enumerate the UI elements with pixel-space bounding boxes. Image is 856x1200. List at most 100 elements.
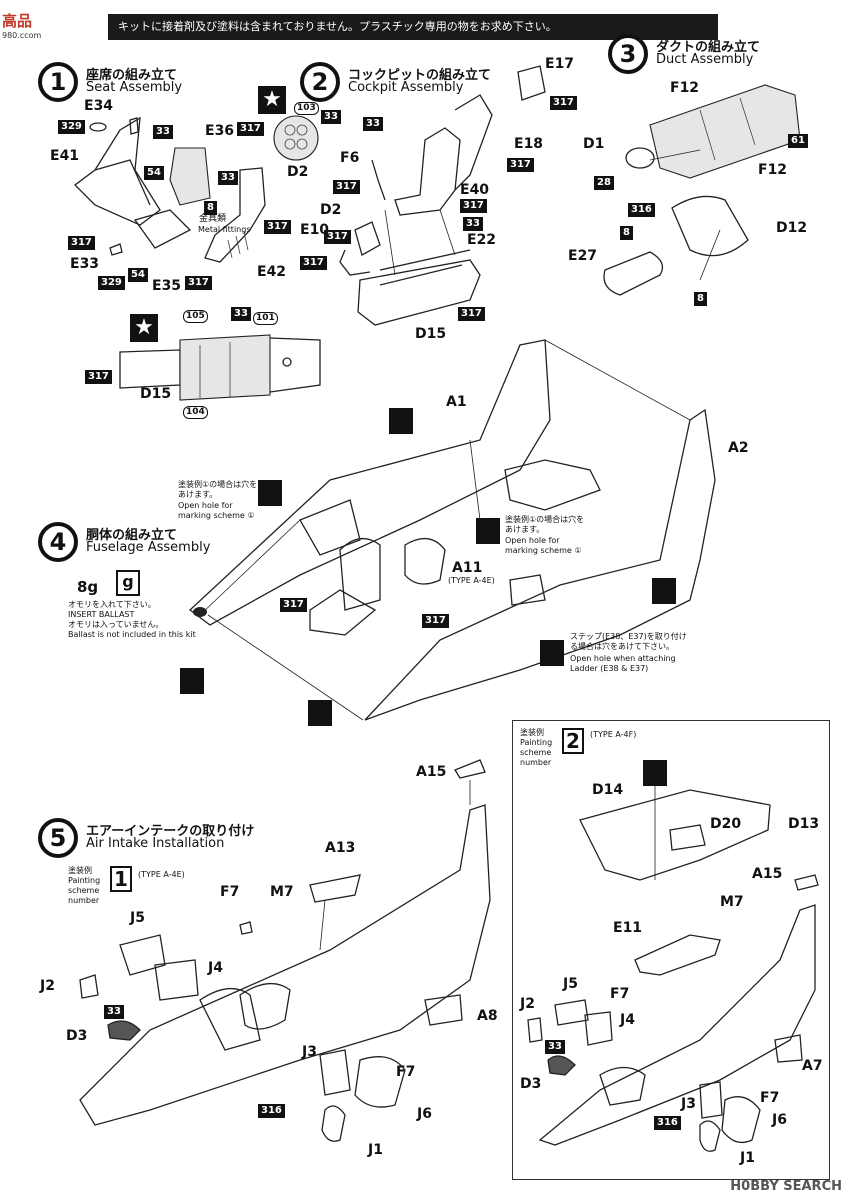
color-28: 28: [594, 176, 614, 190]
part-f7-c: F7: [610, 986, 630, 1002]
part-d15-b: D15: [140, 386, 172, 402]
part-e40: E40: [460, 182, 490, 198]
part-m7-b: M7: [720, 894, 744, 910]
step-1-title-jp: 座席の組み立て: [86, 68, 178, 83]
ballast-note-en2: Ballast is not included in this kit: [68, 630, 196, 639]
drill-hole-icon: [258, 480, 282, 506]
scheme-2-number: 2: [562, 728, 584, 754]
warning-banner: キットに接着剤及び塗料は含まれておりません。プラスチック専用の物をお求め下さい。: [108, 14, 718, 40]
color-316: 316: [654, 1116, 681, 1130]
hole-note-1-jp: 塗装例①の場合は穴をあけます。: [178, 480, 258, 499]
step-5-title-jp: エアーインテークの取り付け: [86, 824, 255, 839]
color-317: 317: [185, 276, 212, 290]
drill-hole-icon: [308, 700, 332, 726]
ballast-note-jp2: オモリは入っていません。: [68, 620, 164, 629]
part-a15-b: A15: [752, 866, 783, 882]
star-icon: ★: [258, 86, 286, 114]
part-f6: F6: [340, 150, 360, 166]
part-a7: A7: [802, 1058, 823, 1074]
scheme-2-label-en: Painting scheme number: [520, 738, 553, 767]
color-317: 317: [264, 220, 291, 234]
drill-hole-icon: [540, 640, 564, 666]
color-8: 8: [694, 292, 707, 306]
part-e34: E34: [84, 98, 114, 114]
step-4-title-jp: 胴体の組み立て: [86, 528, 178, 543]
color-33: 33: [321, 110, 341, 124]
color-329: 329: [98, 276, 125, 290]
part-j5-b: J5: [563, 976, 578, 992]
part-j1-b: J1: [740, 1150, 755, 1166]
color-103: 103: [294, 102, 319, 115]
part-d13: D13: [788, 816, 820, 832]
color-317: 317: [85, 370, 112, 384]
part-d3-b: D3: [520, 1076, 542, 1092]
color-8: 8: [204, 201, 217, 215]
star-icon: ★: [130, 314, 158, 342]
part-e11: E11: [613, 920, 643, 936]
part-e36: E36: [205, 123, 235, 139]
part-j4: J4: [208, 960, 223, 976]
hole-note-2-jp: 塗装例①の場合は穴をあけます。: [505, 515, 585, 534]
part-a13: A13: [325, 840, 356, 856]
part-a8: A8: [477, 1008, 498, 1024]
part-f7: F7: [220, 884, 240, 900]
color-33: 33: [218, 171, 238, 185]
part-d12: D12: [776, 220, 808, 236]
step-2-title-en: Cockpit Assembly: [348, 80, 464, 95]
step-4-number: 4: [38, 522, 78, 562]
part-d15: D15: [415, 326, 447, 342]
part-e22: E22: [467, 232, 497, 248]
part-e33: E33: [70, 256, 100, 272]
color-317: 317: [460, 199, 487, 213]
hole-note-1-en: Open hole for marking scheme ①: [178, 501, 255, 520]
color-316: 316: [628, 203, 655, 217]
warning-text: キットに接着剤及び塗料は含まれておりません。プラスチック専用の物をお求め下さい。: [118, 20, 557, 33]
step-note-jp: ステップ(E38、E37)を取り付ける場合は穴をあけて下さい。: [570, 632, 687, 651]
logo-sub: 980.ccom: [2, 31, 42, 40]
step-1-number: 1: [38, 62, 78, 102]
part-j5: J5: [130, 910, 145, 926]
step-5-number: 5: [38, 818, 78, 858]
part-d2-b: D2: [320, 202, 342, 218]
color-317: 317: [422, 614, 449, 628]
scheme-2-panel: [512, 720, 830, 1180]
part-a2: A2: [728, 440, 749, 456]
color-317: 317: [280, 598, 307, 612]
color-105: 105: [183, 310, 208, 323]
watermark: H0BBY SEARCH: [730, 1179, 842, 1194]
color-317: 317: [458, 307, 485, 321]
color-54: 54: [128, 268, 148, 282]
metal-fittings-jp: 金具類: [199, 214, 227, 224]
step-2-number: 2: [300, 62, 340, 102]
part-j6-b: J6: [772, 1112, 787, 1128]
drill-hole-icon: [476, 518, 500, 544]
ballast-weight: 8g: [77, 578, 99, 596]
step-note-en: Open hole when attaching Ladder (E38 & E…: [570, 654, 676, 673]
part-d20: D20: [710, 816, 742, 832]
color-329: 329: [58, 120, 85, 134]
scheme-1-number: 1: [110, 866, 132, 892]
scheme-2-type: (TYPE A-4F): [590, 730, 637, 739]
drill-hole-icon: [652, 578, 676, 604]
color-317: 317: [507, 158, 534, 172]
step-3-title-en: Duct Assembly: [656, 52, 754, 67]
color-317: 317: [237, 122, 264, 136]
part-d2: D2: [287, 164, 309, 180]
color-317: 317: [550, 96, 577, 110]
part-e18: E18: [514, 136, 544, 152]
color-33: 33: [104, 1005, 124, 1019]
part-d14: D14: [592, 782, 624, 798]
step-3-title-jp: ダクトの組み立て: [656, 40, 761, 55]
part-e42: E42: [257, 264, 287, 280]
scheme-1-type: (TYPE A-4E): [138, 870, 185, 879]
part-d1: D1: [583, 136, 605, 152]
drill-hole-icon: [180, 668, 204, 694]
step-1-title-en: Seat Assembly: [86, 80, 183, 95]
part-e17: E17: [545, 56, 575, 72]
part-j4-b: J4: [620, 1012, 635, 1028]
color-317: 317: [324, 230, 351, 244]
color-317: 317: [68, 236, 95, 250]
part-e35: E35: [152, 278, 182, 294]
color-33: 33: [153, 125, 173, 139]
